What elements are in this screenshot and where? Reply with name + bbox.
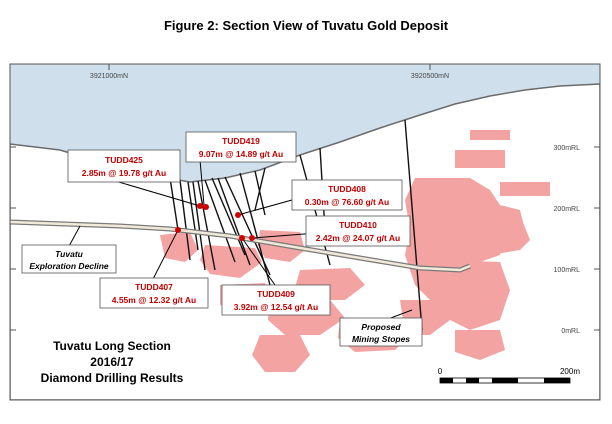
svg-text:Exploration Decline: Exploration Decline <box>29 261 109 271</box>
callout-hole-id: TUDD407 <box>135 282 173 292</box>
map-frame <box>9 63 601 401</box>
northing-label-1: 3921000mN <box>90 73 128 80</box>
svg-text:200m: 200m <box>560 367 580 376</box>
callout-leaders <box>111 159 331 286</box>
callout-result: 4.55m @ 12.32 g/t Au <box>112 295 197 305</box>
grid-ticks <box>10 64 600 331</box>
elevation-label-200: 200mRL <box>554 206 581 213</box>
elevation-label-0: 0mRL <box>561 328 580 335</box>
callout-tudd419: TUDD419 9.07m @ 14.89 g/t Au <box>185 131 297 163</box>
callout-result: 2.85m @ 19.78 g/t Au <box>82 168 167 178</box>
callout-tudd409: TUDD409 3.92m @ 12.54 g/t Au <box>221 284 331 316</box>
callout-result: 9.07m @ 14.89 g/t Au <box>199 149 284 159</box>
callout-hole-id: TUDD409 <box>257 289 295 299</box>
svg-text:Tuvatu: Tuvatu <box>55 249 84 259</box>
callout-tudd410: TUDD410 2.42m @ 24.07 g/t Au <box>305 215 411 247</box>
callout-tudd407: TUDD407 4.55m @ 12.32 g/t Au <box>99 277 209 309</box>
callout-hole-id: TUDD425 <box>105 155 143 165</box>
callout-hole-id: TUDD419 <box>222 136 260 146</box>
figure-title: Figure 2: Section View of Tuvatu Gold De… <box>163 18 449 33</box>
callout-result: 3.92m @ 12.54 g/t Au <box>234 302 319 312</box>
svg-text:Proposed: Proposed <box>361 322 401 332</box>
intercept-points <box>175 203 255 241</box>
svg-text:Diamond Drilling Results: Diamond Drilling Results <box>41 371 184 385</box>
svg-text:Tuvatu Long Section: Tuvatu Long Section <box>53 339 171 353</box>
scale-bar: 0 200m <box>438 367 580 384</box>
svg-text:0: 0 <box>438 367 443 376</box>
northing-label-2: 3920500mN <box>411 73 449 80</box>
elevation-label-100: 100mRL <box>554 267 581 274</box>
callout-result: 2.42m @ 24.07 g/t Au <box>316 233 401 243</box>
callout-result: 0.30m @ 76.60 g/t Au <box>305 197 390 207</box>
decline-label: Tuvatu Exploration Decline <box>21 225 117 274</box>
elevation-label-300: 300mRL <box>554 145 581 152</box>
svg-text:Mining Stopes: Mining Stopes <box>352 334 410 344</box>
callout-hole-id: TUDD410 <box>339 220 377 230</box>
callout-hole-id: TUDD408 <box>328 184 366 194</box>
callout-tudd408: TUDD408 0.30m @ 76.60 g/t Au <box>291 179 403 211</box>
callout-tudd425: TUDD425 2.85m @ 19.78 g/t Au <box>67 149 181 183</box>
stopes-label: Proposed Mining Stopes <box>339 309 423 347</box>
section-title: Tuvatu Long Section 2016/17 Diamond Dril… <box>41 339 184 385</box>
svg-text:2016/17: 2016/17 <box>90 355 134 369</box>
